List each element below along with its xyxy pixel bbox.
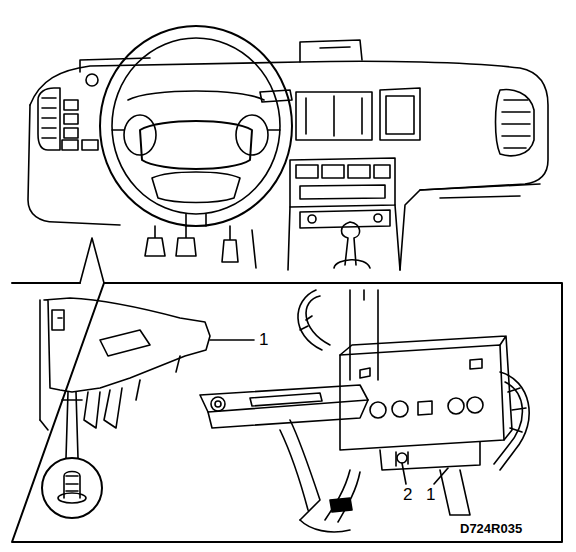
- column-bracket: [200, 290, 529, 532]
- steering-wheel: [100, 26, 292, 226]
- figure-code: D724R035: [458, 522, 524, 536]
- detail-pointer: [80, 238, 104, 283]
- leader-line: [402, 463, 406, 484]
- callout-number: 2: [401, 486, 414, 505]
- callout-number: 1: [257, 331, 270, 350]
- leader-line: [210, 339, 254, 341]
- inset-frame: [12, 283, 562, 542]
- leader-line: [434, 468, 448, 484]
- lower-panel: [40, 298, 210, 518]
- callout-number: 1: [424, 486, 437, 505]
